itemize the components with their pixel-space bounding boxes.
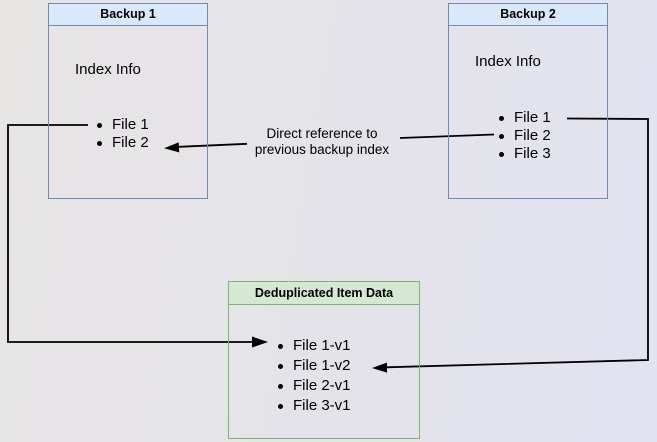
backup1-file-list: File 1 File 2 [95,116,149,152]
dedup-file-item: File 2-v1 [276,376,351,396]
backup1-file-item: File 1 [95,116,149,134]
backup1-title: Backup 1 [49,4,207,26]
dedup-file-item: File 1-v1 [276,336,351,356]
dedup-file-item: File 3-v1 [276,396,351,416]
backup1-box: Backup 1 [48,3,208,199]
annotation-line2: previous backup index [254,141,390,157]
backup2-title: Backup 2 [449,4,607,26]
dedup-box: Deduplicated Item Data [228,281,420,439]
backup2-file-list: File 1 File 2 File 3 [497,109,551,163]
backup2-file-item: File 1 [497,109,551,127]
annotation-line1: Direct reference to [266,126,378,141]
direct-reference-annotation: Direct reference to previous backup inde… [232,126,412,157]
dedup-file-item: File 1-v2 [276,356,351,376]
backup2-box: Backup 2 [448,3,608,199]
backup1-file-item: File 2 [95,134,149,152]
backup2-file-item: File 3 [497,145,551,163]
dedup-title: Deduplicated Item Data [229,282,419,305]
backup1-index-info-label: Index Info [75,61,141,78]
dedup-file-list: File 1-v1 File 1-v2 File 2-v1 File 3-v1 [276,336,351,416]
backup2-file-item: File 2 [497,127,551,145]
backup2-index-info-label: Index Info [475,53,541,70]
